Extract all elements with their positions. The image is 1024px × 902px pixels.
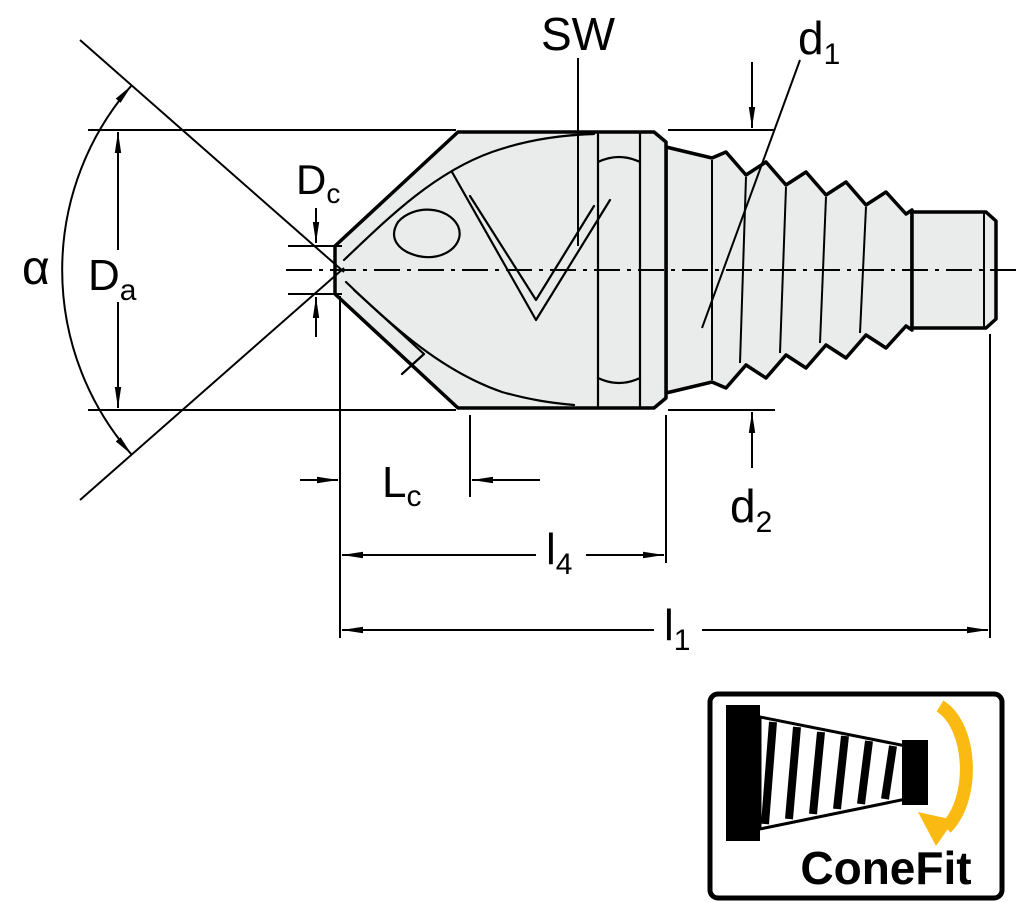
lc-label: Lc bbox=[382, 458, 421, 513]
angle-line-lower bbox=[79, 267, 345, 501]
d2-dimension: d2 bbox=[730, 412, 772, 539]
lower-gash-edge bbox=[352, 288, 426, 376]
dimensions: α Da Dc SW d1 d2 bbox=[22, 8, 991, 657]
dc-dimension: Dc bbox=[296, 156, 340, 337]
flute-curve-upper bbox=[342, 132, 596, 262]
angle-arc bbox=[61, 84, 133, 456]
sw-dimension: SW bbox=[541, 8, 616, 246]
l4-label: l4 bbox=[546, 525, 572, 581]
cone-stripe bbox=[785, 726, 801, 820]
cone-stripe bbox=[881, 745, 897, 800]
sw-label: SW bbox=[541, 8, 616, 60]
cone-tip-block bbox=[902, 740, 928, 805]
cone-stripe bbox=[809, 731, 825, 815]
dc-label: Dc bbox=[296, 156, 340, 209]
tool-drawing bbox=[286, 130, 1016, 410]
cone-base-block bbox=[726, 705, 760, 841]
gash-v-inner-edge bbox=[468, 194, 596, 302]
wrench-flat-top-edge bbox=[596, 155, 642, 164]
lc-dimension: Lc bbox=[300, 458, 540, 513]
rotation-arrow-head bbox=[918, 812, 954, 846]
rotation-arrow-curve bbox=[936, 700, 973, 833]
da-label: Da bbox=[88, 251, 137, 307]
l1-label-mask bbox=[654, 596, 702, 652]
cutter-head-outline bbox=[333, 130, 668, 410]
d1-label: d1 bbox=[798, 12, 840, 71]
cone-stripe bbox=[761, 721, 777, 825]
alpha-label: α bbox=[22, 242, 50, 295]
d2-label: d2 bbox=[730, 480, 772, 539]
gash-v-edge bbox=[450, 170, 612, 322]
d1-dimension: d1 bbox=[701, 12, 840, 329]
d1-leader-line bbox=[701, 59, 801, 329]
l4-label-mask bbox=[536, 520, 586, 576]
tip-face-outline bbox=[393, 208, 461, 259]
angle-line-upper bbox=[79, 39, 345, 273]
cone-thread-stripes bbox=[761, 721, 897, 825]
cone-stripe bbox=[833, 735, 849, 810]
cone-stripe bbox=[857, 740, 873, 805]
da-dimension: Da bbox=[80, 132, 150, 408]
conefit-logo: ConeFit bbox=[707, 691, 1005, 901]
conefit-cone-icon bbox=[726, 705, 928, 841]
da-label-mask bbox=[80, 250, 150, 302]
l4-dimension: l4 bbox=[342, 520, 664, 581]
l1-label: l1 bbox=[664, 601, 690, 657]
wrench-flat-bottom-edge bbox=[596, 376, 642, 385]
l1-dimension: l1 bbox=[342, 596, 988, 657]
alpha-angle-dimension: α bbox=[22, 39, 345, 501]
conefit-logo-text: ConeFit bbox=[800, 842, 971, 894]
rotation-arrow-icon bbox=[918, 700, 973, 846]
